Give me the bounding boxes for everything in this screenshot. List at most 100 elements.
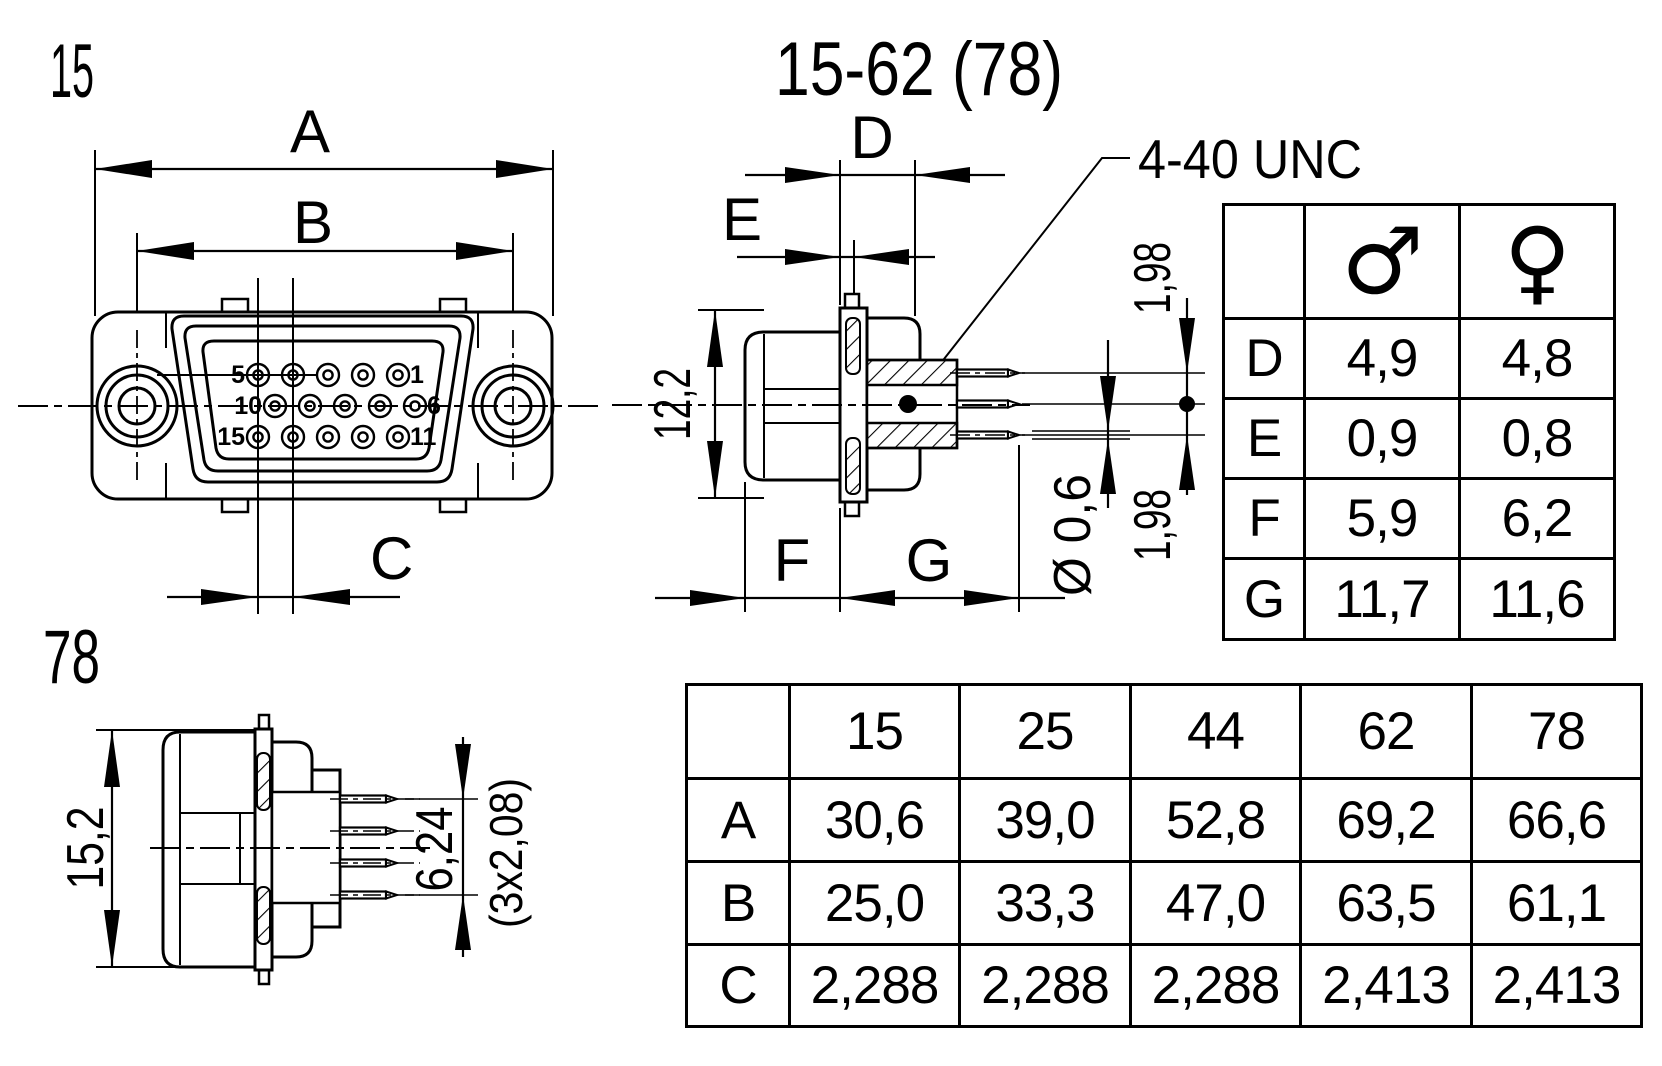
arrow-up-icon <box>1100 439 1116 494</box>
gender-dimension-table: ♂ ♀ D 4,9 4,8 E 0,9 0,8 F 5,9 6,2 G 11,7… <box>1222 203 1616 641</box>
dimension-c: C <box>167 278 413 614</box>
rear-pins <box>330 794 420 900</box>
dim-label-6-24: 6,24 <box>406 807 464 892</box>
rear-connector-body <box>161 713 342 986</box>
flange-slot-hatched <box>256 886 271 945</box>
row-label: B <box>685 860 791 946</box>
dimension-d: D <box>745 104 1005 316</box>
arrow-right-icon <box>201 589 258 605</box>
arrow-left-icon <box>137 242 194 260</box>
arrow-down-icon <box>707 441 723 498</box>
pin-spacing-dims: 1,98 1,98 Ø 0,6 <box>1022 242 1205 596</box>
datum-dot <box>1179 396 1195 412</box>
table-cell: 4,9 <box>1303 317 1461 400</box>
arrow-right-icon <box>496 160 553 178</box>
arrow-left-icon <box>293 589 350 605</box>
table-cell: 63,5 <box>1299 860 1473 946</box>
thread-callout: 4-40 UNC <box>910 128 1362 402</box>
corner-cell <box>685 683 791 780</box>
table-cell: 69,2 <box>1299 777 1473 863</box>
row-label: E <box>1222 397 1306 480</box>
male-symbol: ♂ <box>1303 203 1461 320</box>
dim-label-pitch-lower: 1,98 <box>1124 489 1182 561</box>
male-icon: ♂ <box>1341 207 1423 315</box>
arrow-up-icon <box>455 895 471 950</box>
column-header: 78 <box>1470 683 1643 780</box>
table-cell: 2,288 <box>1129 943 1302 1028</box>
dim-label-pin-diameter: Ø 0,6 <box>1044 474 1102 596</box>
table-cell: 39,0 <box>958 777 1132 863</box>
flange-slot-hatched <box>845 437 861 495</box>
dim-label-b: B <box>293 189 333 256</box>
dim-label-f: F <box>774 527 811 594</box>
table-cell: 30,6 <box>788 777 961 863</box>
rear-view-variant-label: 78 <box>43 615 100 700</box>
table-cell: 47,0 <box>1129 860 1302 946</box>
arrow-right-icon <box>964 590 1019 606</box>
row-label: D <box>1222 317 1306 400</box>
arrow-left-icon <box>854 249 909 265</box>
column-header: 25 <box>958 683 1132 780</box>
dim-label-3x2-08: (3x2,08) <box>480 778 532 928</box>
column-header: 62 <box>1299 683 1473 780</box>
variant-dimension-table: 15 25 44 62 78 A 30,6 39,0 52,8 69,2 66,… <box>685 683 1643 1028</box>
table-cell: 0,9 <box>1303 397 1461 480</box>
arrow-up-icon <box>104 730 120 787</box>
arrow-right-icon <box>690 590 745 606</box>
arrow-up-icon <box>1179 435 1195 490</box>
corner-cell <box>1222 203 1306 320</box>
thread-insert-hatched <box>865 421 959 450</box>
arrow-down-icon <box>1179 318 1195 373</box>
table-cell: 66,6 <box>1470 777 1643 863</box>
arrow-left-icon <box>915 167 970 183</box>
table-cell: 2,288 <box>958 943 1132 1028</box>
flange-slot-hatched <box>845 317 861 375</box>
table-cell: 2,413 <box>1470 943 1643 1028</box>
side-view: 15-62 (78) 4-40 UNC D E <box>612 27 1362 612</box>
dimension-b: B <box>136 189 514 324</box>
table-cell: 2,288 <box>788 943 961 1028</box>
table-cell: 2,413 <box>1299 943 1473 1028</box>
table-cell: 61,1 <box>1470 860 1643 946</box>
dim-label-a: A <box>290 98 330 165</box>
table-cell: 11,7 <box>1303 557 1461 641</box>
arrow-down-icon <box>1100 376 1116 431</box>
dim-label-15-2: 15,2 <box>57 807 115 890</box>
arrow-down-icon <box>104 910 120 967</box>
table-cell: 11,6 <box>1458 557 1616 641</box>
side-view-title: 15-62 (78) <box>775 27 1063 112</box>
dim-label-pitch-upper: 1,98 <box>1124 242 1182 314</box>
table-cell: 5,9 <box>1303 477 1461 560</box>
arrow-left-icon <box>840 590 895 606</box>
row-label: C <box>685 943 791 1028</box>
table-cell: 6,2 <box>1458 477 1616 560</box>
arrow-right-icon <box>456 242 513 260</box>
thread-reference-dot <box>899 395 917 413</box>
arrow-up-icon <box>707 310 723 367</box>
column-header: 15 <box>788 683 961 780</box>
female-symbol: ♀ <box>1458 203 1616 320</box>
dimension-pin-span: 6,24 (3x2,08) <box>405 737 532 957</box>
rear-view: 78 15,2 <box>43 615 532 986</box>
female-icon: ♀ <box>1503 207 1571 315</box>
row-label: A <box>685 777 791 863</box>
arrow-right-icon <box>785 167 840 183</box>
pin-label-11: 11 <box>410 423 437 451</box>
arrow-left-icon <box>95 160 152 178</box>
pin-label-5: 5 <box>231 361 245 389</box>
row-label: G <box>1222 557 1306 641</box>
row-label: F <box>1222 477 1306 560</box>
pin-label-1: 1 <box>410 361 424 389</box>
arrow-down-icon <box>455 744 471 799</box>
dimension-a: A <box>94 98 554 316</box>
dim-label-g: G <box>906 527 953 594</box>
table-cell: 52,8 <box>1129 777 1302 863</box>
thread-insert-hatched <box>865 358 959 387</box>
front-view: 1 5 A B <box>18 29 604 614</box>
column-header: 44 <box>1129 683 1302 780</box>
leader-line <box>910 157 1130 402</box>
flange-slot-hatched <box>256 752 271 811</box>
dim-label-e: E <box>722 186 762 253</box>
table-cell: 33,3 <box>958 860 1132 946</box>
